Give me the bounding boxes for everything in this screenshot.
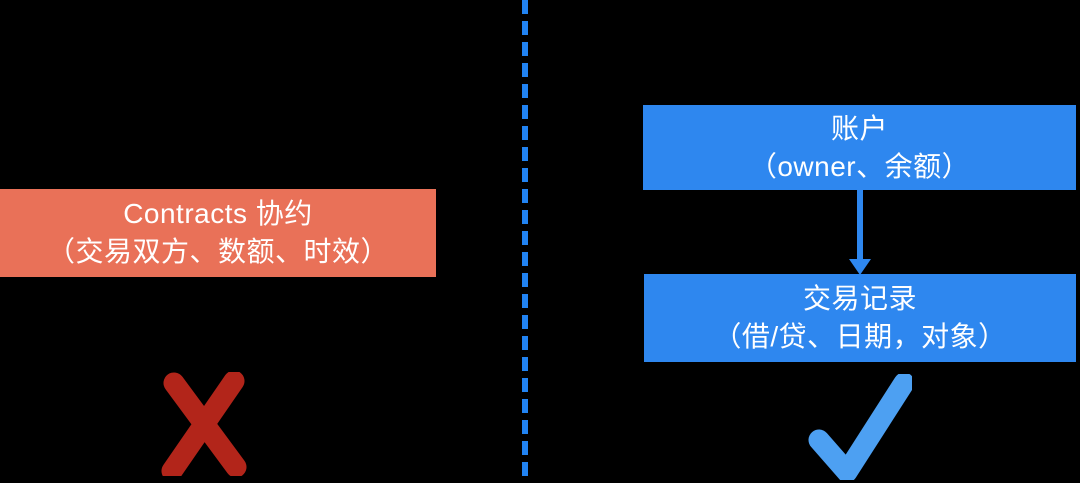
contracts-box-subtitle: （交易双方、数额、时效）: [46, 236, 389, 267]
divider-dashed-line: [522, 0, 528, 483]
contracts-box: Contracts 协约 （交易双方、数额、时效）: [0, 189, 436, 277]
transaction-box: 交易记录 （借/贷、日期，对象）: [644, 274, 1076, 362]
transaction-box-title: 交易记录: [802, 283, 917, 314]
x-mark-icon: [161, 372, 247, 476]
arrow-down-icon: [849, 190, 871, 275]
account-box-subtitle: （owner、余额）: [748, 150, 971, 182]
account-box-title: 账户: [830, 112, 888, 144]
transaction-box-subtitle: （借/贷、日期，对象）: [713, 321, 1007, 352]
contracts-box-title: Contracts 协约: [123, 198, 313, 229]
check-mark-icon: [808, 374, 912, 480]
account-box: 账户 （owner、余额）: [643, 105, 1076, 190]
